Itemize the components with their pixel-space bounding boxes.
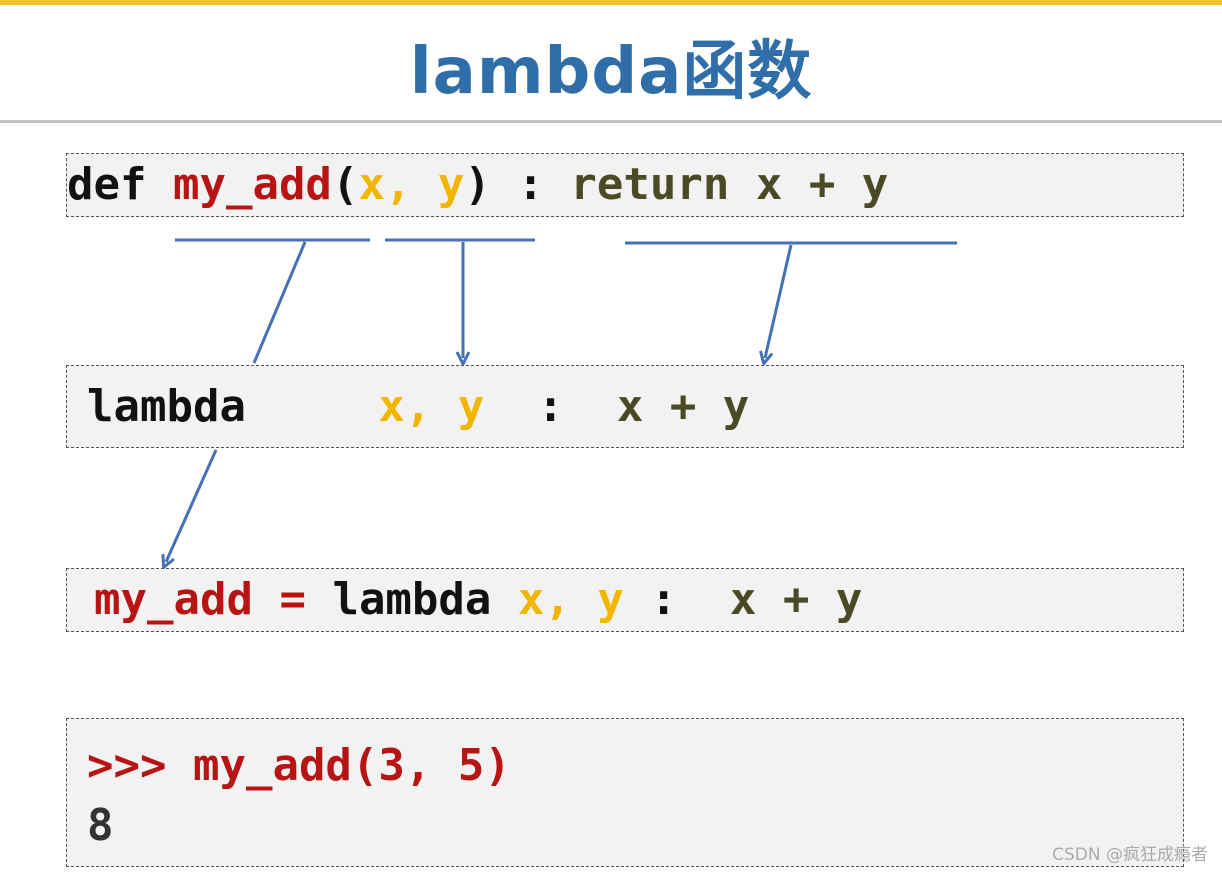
assign-code-box: my_add = lambda x, y : x + y — [66, 568, 1184, 632]
connector-def-to-lambda — [252, 241, 307, 364]
lambda-keyword: lambda — [87, 381, 246, 432]
repl-output: 8 — [87, 800, 114, 851]
assign-equals: = — [279, 574, 306, 625]
lambda-code-line: lambda x, y : x + y — [87, 380, 749, 434]
repl-prompt: >>> — [87, 740, 167, 791]
def-return-keyword: return — [570, 159, 730, 210]
arrow-lambda-to-assign — [166, 449, 218, 562]
assign-name: my_add — [94, 574, 253, 625]
lambda-colon: : — [537, 381, 564, 432]
top-accent-stripe — [0, 0, 1222, 5]
assign-lambda-keyword: lambda — [332, 574, 492, 625]
assign-expr: x + y — [729, 574, 863, 625]
repl-code-box: >>> my_add(3, 5) 8 — [66, 718, 1184, 867]
lambda-params: x, y — [378, 381, 485, 432]
def-function-name: my_add — [172, 159, 332, 210]
def-return-expr: x + y — [755, 159, 889, 210]
slide-title: lambda函数 — [409, 35, 813, 109]
def-code-line: def my_add(x, y) : return x + y — [67, 158, 888, 212]
def-open-paren: ( — [331, 159, 359, 210]
assign-colon: : — [650, 574, 677, 625]
def-colon: : — [490, 159, 571, 210]
assign-code-line: my_add = lambda x, y : x + y — [94, 573, 862, 627]
repl-input-line: >>> my_add(3, 5) — [87, 739, 511, 793]
def-code-box: def my_add(x, y) : return x + y — [66, 153, 1184, 217]
lambda-code-box: lambda x, y : x + y — [66, 365, 1184, 448]
def-keyword: def — [67, 159, 147, 210]
arrow-return — [765, 244, 793, 358]
def-params: x, y — [358, 159, 465, 210]
lambda-expr: x + y — [616, 381, 750, 432]
repl-output-line: 8 — [87, 799, 114, 853]
watermark: CSDN @疯狂成瘾者 — [1052, 845, 1208, 865]
repl-call: my_add(3, 5) — [192, 740, 511, 791]
def-close-paren: ) — [464, 159, 491, 210]
assign-params: x, y — [517, 574, 624, 625]
title-divider — [0, 120, 1222, 123]
